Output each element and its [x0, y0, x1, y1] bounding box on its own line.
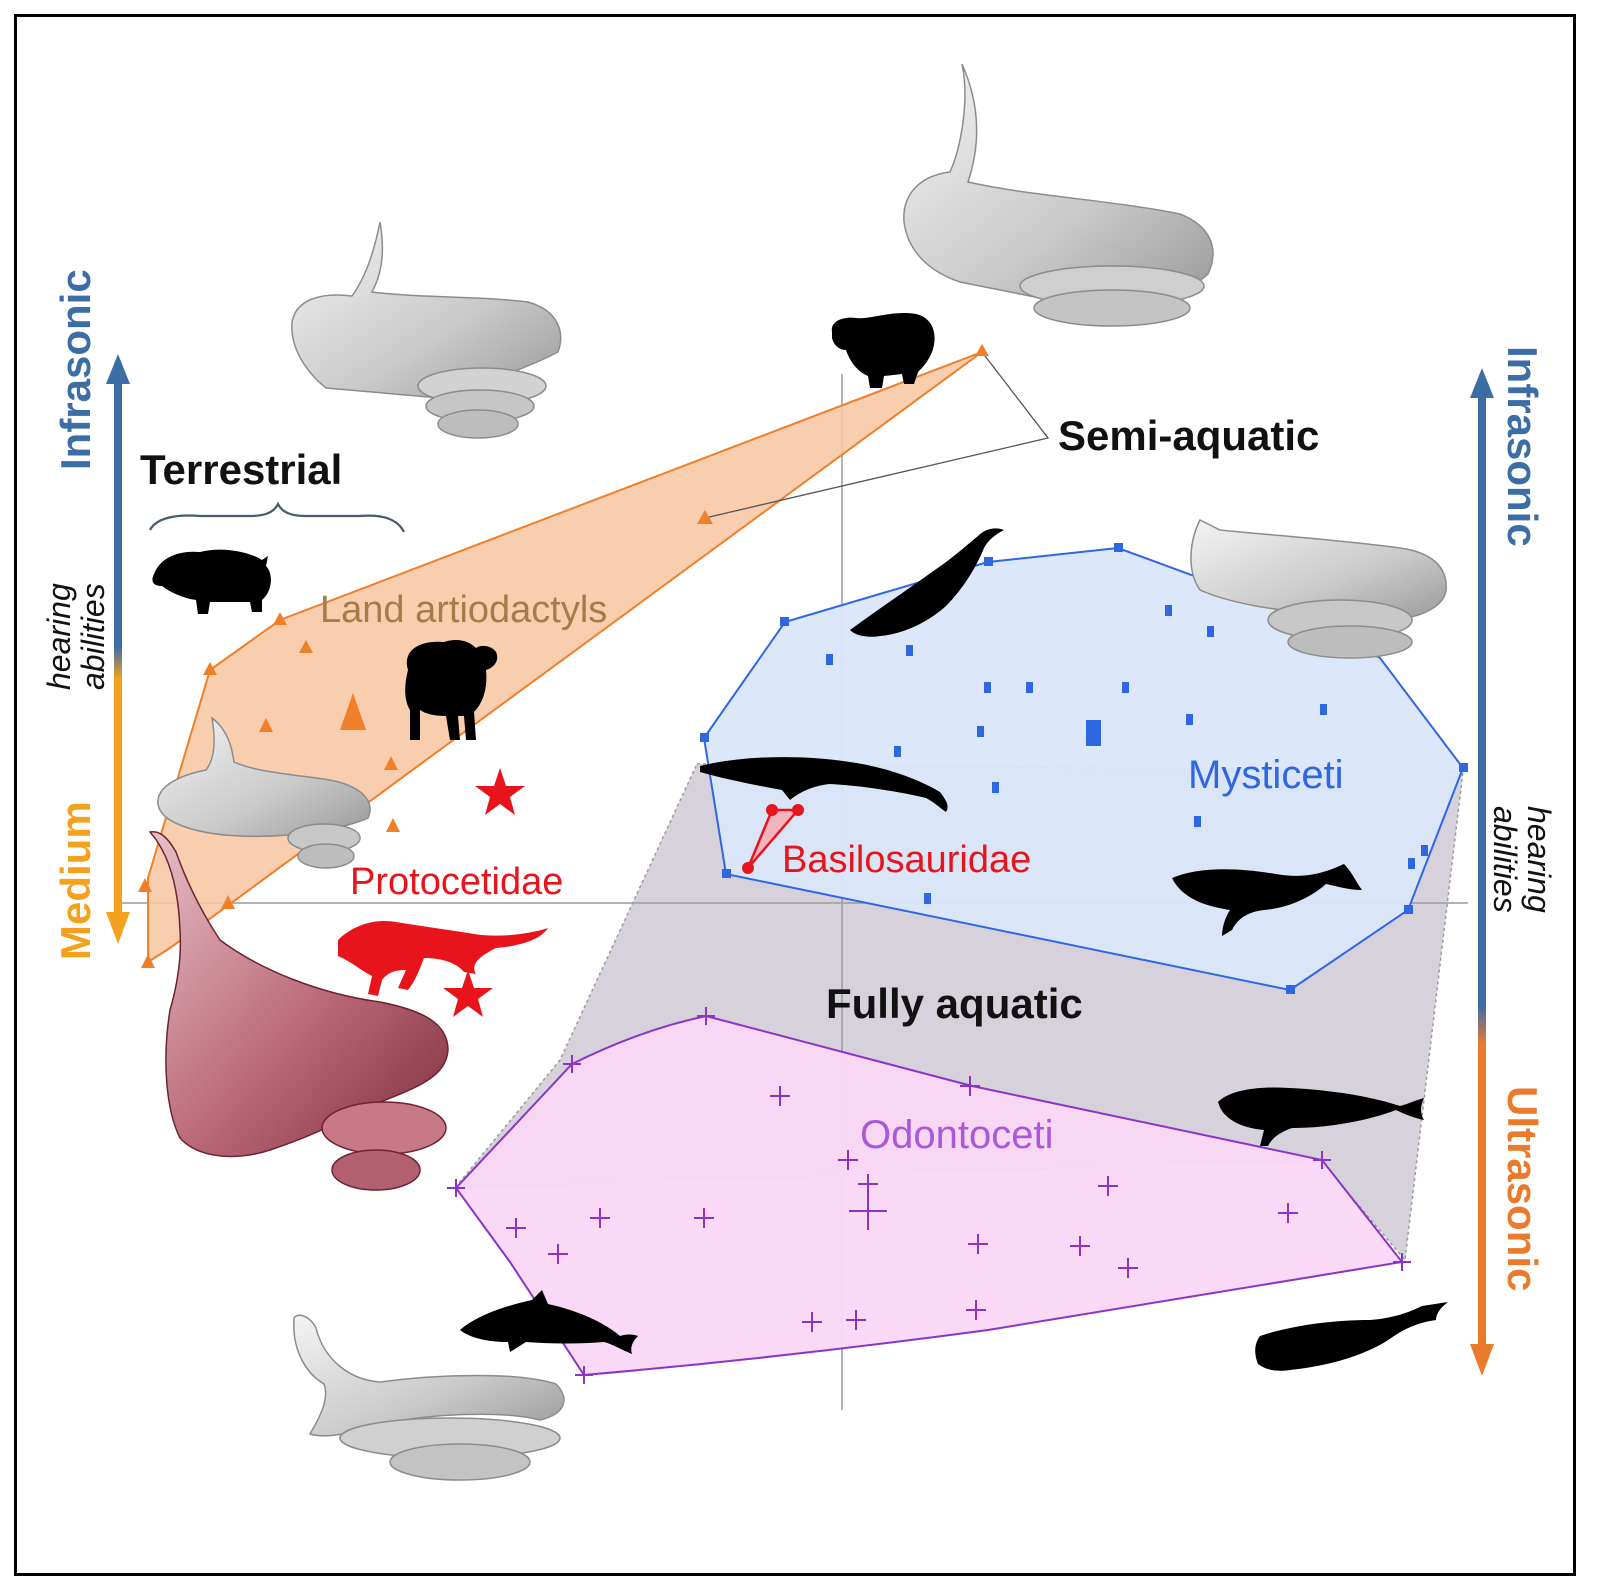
right-abilities-label: abilities: [1487, 806, 1523, 913]
left-hearing-label: hearing: [41, 583, 77, 690]
protocetid-silhouette: [338, 920, 548, 996]
land-point: [386, 818, 400, 832]
right-hearing-scale: Infrasonic hearing abilities Ultrasonic: [1470, 346, 1557, 1376]
basilosauridae-label: Basilosauridae: [782, 839, 1031, 881]
land-point: [259, 718, 273, 732]
inner-ear-model-mysticete: [1190, 518, 1447, 659]
beluga-silhouette: [1218, 1087, 1424, 1146]
mysticeti-label: Mysticeti: [1188, 753, 1344, 797]
left-abilities-label: abilities: [75, 583, 111, 690]
protocetid-star: [475, 768, 525, 815]
terrestrial-brace: [149, 501, 405, 533]
sheep-silhouette: [405, 640, 498, 740]
inner-ear-model-land: [157, 716, 371, 869]
left-medium-label: Medium: [52, 801, 99, 960]
land-point: [384, 756, 398, 770]
inner-ear-model-hippo: [903, 63, 1214, 327]
right-hearing-label: hearing: [1521, 806, 1557, 913]
land-point: [299, 640, 313, 653]
pig-silhouette: [152, 549, 271, 614]
odontoceti-points: [447, 1007, 1411, 1384]
odontoceti-label: Odontoceti: [860, 1113, 1053, 1157]
dolphin-silhouette: [460, 1290, 638, 1354]
humpback-whale-silhouette: [850, 528, 1004, 637]
land-point: [138, 878, 152, 892]
protocetid-star: [443, 970, 493, 1017]
land-artiodactyls-label: Land artiodactyls: [320, 589, 607, 631]
odontoceti-hull: [454, 1014, 1404, 1377]
inner-ear-model-terrestrial: [291, 221, 562, 439]
left-hearing-scale: Infrasonic hearing abilities Medium: [41, 269, 130, 960]
hippo-silhouette: [831, 313, 935, 388]
fully-aquatic-label: Fully aquatic: [826, 980, 1083, 1027]
blue-whale-silhouette: [700, 757, 948, 812]
land-point: [221, 895, 235, 909]
inner-ear-model-protocetid: [148, 830, 449, 1191]
right-ultrasonic-label: Ultrasonic: [1499, 1086, 1546, 1291]
land-point: [975, 344, 989, 356]
land-point: [141, 954, 155, 968]
semi-aquatic-leader: [704, 351, 1050, 519]
left-infrasonic-label: Infrasonic: [52, 269, 99, 470]
basilosauridae-group: [742, 804, 804, 874]
land-point: [273, 612, 287, 625]
terrestrial-label: Terrestrial: [140, 446, 342, 493]
land-point: [697, 510, 713, 524]
land-artiodactyl-points: [138, 344, 989, 968]
inner-ear-model-odontocete: [293, 1314, 565, 1481]
mysticeti-points: [700, 543, 1468, 994]
sperm-whale-silhouette: [1255, 1302, 1448, 1371]
protocetidae-label: Protocetidae: [350, 861, 563, 903]
right-infrasonic-label: Infrasonic: [1499, 346, 1546, 547]
land-point: [340, 693, 366, 730]
right-whale-silhouette: [1172, 864, 1362, 936]
semi-aquatic-label: Semi-aquatic: [1058, 412, 1319, 459]
protocetidae-points: [443, 768, 525, 1017]
land-point: [203, 662, 217, 675]
